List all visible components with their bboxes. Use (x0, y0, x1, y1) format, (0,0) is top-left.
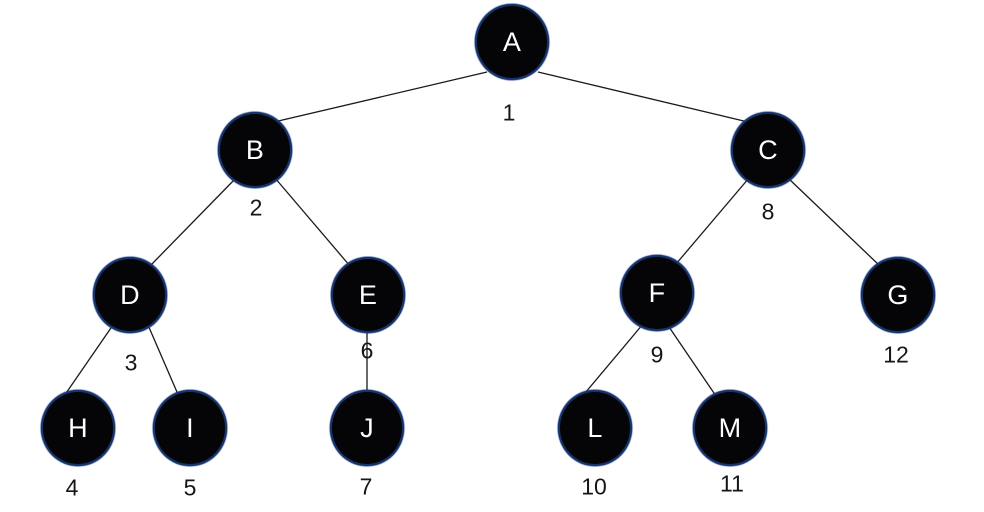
tree-edge (61, 324, 114, 400)
tree-node-f[interactable]: F (620, 255, 694, 331)
tree-edge (537, 71, 749, 123)
tree-edge (579, 323, 644, 400)
tree-node-a[interactable]: A (475, 4, 549, 80)
edge-label: 12 (883, 341, 909, 368)
edge-label: 11 (720, 470, 744, 497)
edge-label: 3 (124, 349, 138, 376)
tree-node-e[interactable]: E (331, 257, 405, 333)
edge-label: 6 (360, 337, 374, 364)
edge-label: 8 (761, 198, 775, 225)
tree-edge (273, 71, 488, 123)
tree-node-b[interactable]: B (218, 112, 292, 188)
tree-node-label: M (718, 412, 742, 443)
tree-node-label: F (648, 277, 666, 308)
edge-label: 10 (581, 473, 607, 500)
tree-edge (147, 324, 181, 400)
tree-node-i[interactable]: I (153, 390, 227, 466)
tree-node-label: C (758, 134, 778, 165)
tree-node-g[interactable]: G (861, 257, 935, 333)
tree-edge (787, 177, 881, 267)
tree-node-label: G (887, 279, 909, 310)
tree-node-j[interactable]: J (330, 390, 404, 466)
tree-node-label: L (587, 412, 603, 443)
tree-node-label: E (358, 279, 378, 310)
tree-edge (149, 177, 237, 267)
tree-node-c[interactable]: C (731, 112, 805, 188)
edge-label: 5 (183, 474, 197, 501)
tree-node-l[interactable]: L (558, 390, 632, 466)
edge-label: 9 (650, 341, 664, 368)
tree-node-label: H (68, 412, 88, 443)
tree-node-label: D (120, 279, 140, 310)
tree-node-label: A (502, 26, 522, 57)
tree-edge (274, 177, 351, 267)
edge-label: 2 (249, 194, 263, 221)
tree-node-label: J (360, 412, 374, 443)
tree-node-m[interactable]: M (693, 390, 767, 466)
edge-label: 4 (65, 474, 79, 501)
tree-node-h[interactable]: H (41, 390, 115, 466)
tree-edge (675, 177, 750, 265)
edge-label: 1 (502, 99, 516, 126)
tree-node-label: I (186, 412, 194, 443)
tree-node-label: B (245, 134, 265, 165)
tree-node-d[interactable]: D (93, 257, 167, 333)
tree-edge (666, 323, 719, 400)
edge-label: 7 (359, 473, 373, 500)
